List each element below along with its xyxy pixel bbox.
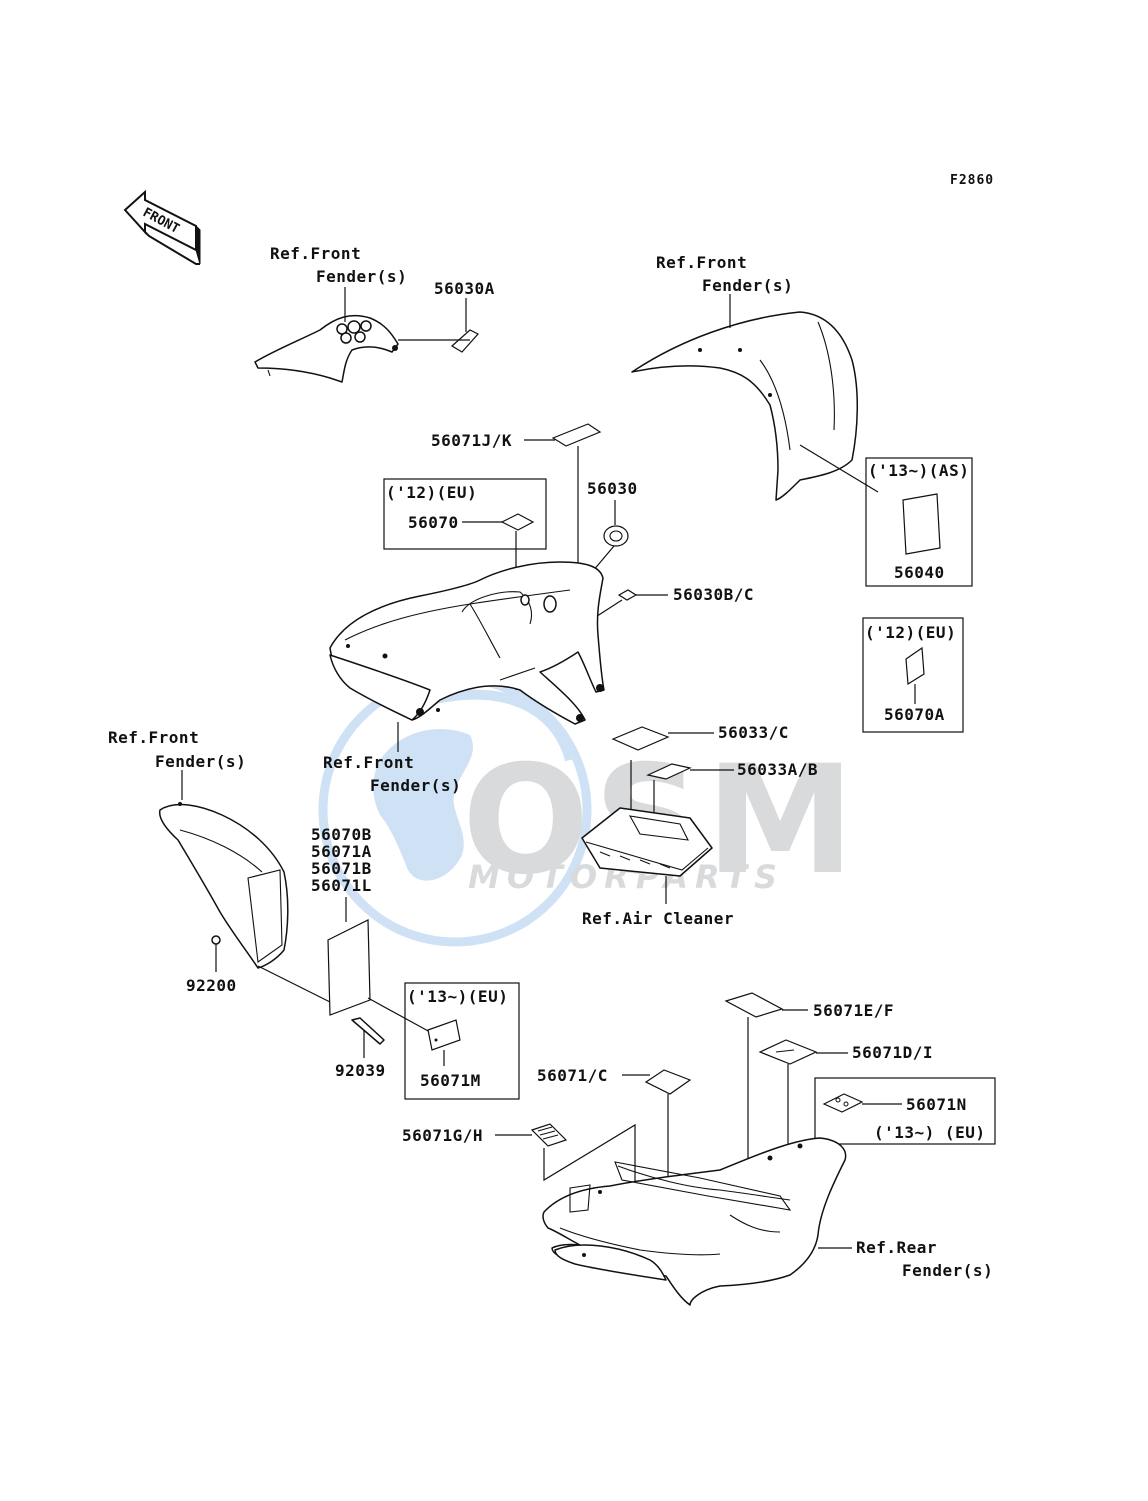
air-cleaner-part (581, 807, 713, 877)
label-ref-front-fender-4a: Ref.Front (108, 728, 199, 747)
watermark-globe-swoosh (428, 689, 575, 762)
decal-56071JK (551, 423, 602, 447)
decal-56071N (822, 1093, 864, 1113)
variant-box-12-eu-1 (383, 478, 547, 550)
front-fender-inner-part (254, 314, 399, 383)
variant-box-13-eu-2 (814, 1077, 996, 1145)
label-ref-air-cleaner: Ref.Air Cleaner (582, 909, 734, 928)
figure-code: F2860 (950, 173, 994, 188)
tie-92039 (351, 1017, 385, 1045)
label-box-12-eu-2: ('12)(EU) (865, 623, 956, 642)
label-56033C: 56033/C (718, 723, 789, 742)
front-body-part (329, 561, 605, 725)
bolt-92200 (211, 935, 221, 945)
label-56071EF: 56071E/F (813, 1001, 894, 1020)
decal-56071GH (530, 1123, 568, 1147)
label-56071A: 56071A (311, 842, 372, 861)
rear-fender-part (542, 1137, 847, 1306)
decal-56030 (603, 525, 629, 547)
label-56071GH: 56071G/H (402, 1126, 483, 1145)
decal-56040 (902, 493, 941, 555)
decal-56030BC (617, 589, 638, 601)
label-box-12-eu-1: ('12)(EU) (386, 483, 477, 502)
decal-56071C (644, 1069, 692, 1095)
label-box-13-eu-2: ('13~) (EU) (874, 1123, 985, 1142)
label-ref-front-fender-3a: Ref.Front (323, 753, 414, 772)
variant-box-13-as (865, 457, 973, 587)
label-ref-front-fender-4b: Fender(s) (155, 752, 246, 771)
label-box-13-as: ('13~)(AS) (868, 461, 969, 480)
label-ref-rear-fender-b: Fender(s) (902, 1261, 993, 1280)
decal-56070 (500, 513, 535, 531)
front-fender-cover-part (631, 311, 859, 501)
label-ref-front-fender-1b: Fender(s) (316, 267, 407, 286)
label-ref-rear-fender-a: Ref.Rear (856, 1238, 937, 1257)
label-56071L: 56071L (311, 876, 372, 895)
label-56071N: 56071N (906, 1095, 967, 1114)
decal-56070A (905, 646, 925, 686)
variant-box-13-eu-1 (404, 982, 520, 1100)
label-56071C: 56071/C (537, 1066, 608, 1085)
label-56030BC: 56030B/C (673, 585, 754, 604)
label-56071JK: 56071J/K (431, 431, 512, 450)
decal-56071M (427, 1019, 461, 1051)
label-92200: 92200 (186, 976, 237, 995)
variant-box-12-eu-2 (862, 617, 964, 733)
label-56040: 56040 (894, 563, 945, 582)
label-box-13-eu-1: ('13~)(EU) (407, 987, 508, 1006)
watermark-globe-continents (373, 728, 473, 881)
decal-56070B-56071ABL (327, 919, 371, 1016)
label-56071DI: 56071D/I (852, 1043, 933, 1062)
decal-56071DI (758, 1039, 818, 1065)
label-56033AB: 56033A/B (737, 760, 818, 779)
label-ref-front-fender-3b: Fender(s) (370, 776, 461, 795)
label-56071B: 56071B (311, 859, 372, 878)
label-92039: 92039 (335, 1061, 386, 1080)
decal-56030A (450, 329, 479, 353)
decal-56071EF (724, 992, 784, 1018)
front-inner-fender-part (158, 802, 289, 969)
label-56030A: 56030A (434, 279, 495, 298)
decal-56033C (611, 726, 670, 751)
label-56070A: 56070A (884, 705, 945, 724)
label-56070: 56070 (408, 513, 459, 532)
label-56030: 56030 (587, 479, 638, 498)
label-56071M: 56071M (420, 1071, 481, 1090)
label-ref-front-fender-2a: Ref.Front (656, 253, 747, 272)
label-56070B: 56070B (311, 825, 372, 844)
decal-56033AB (646, 763, 692, 780)
label-ref-front-fender-1a: Ref.Front (270, 244, 361, 263)
watermark: OSM MOTORPARTS (318, 673, 855, 947)
label-ref-front-fender-2b: Fender(s) (702, 276, 793, 295)
front-direction-arrow-icon: FRONT (123, 189, 201, 265)
